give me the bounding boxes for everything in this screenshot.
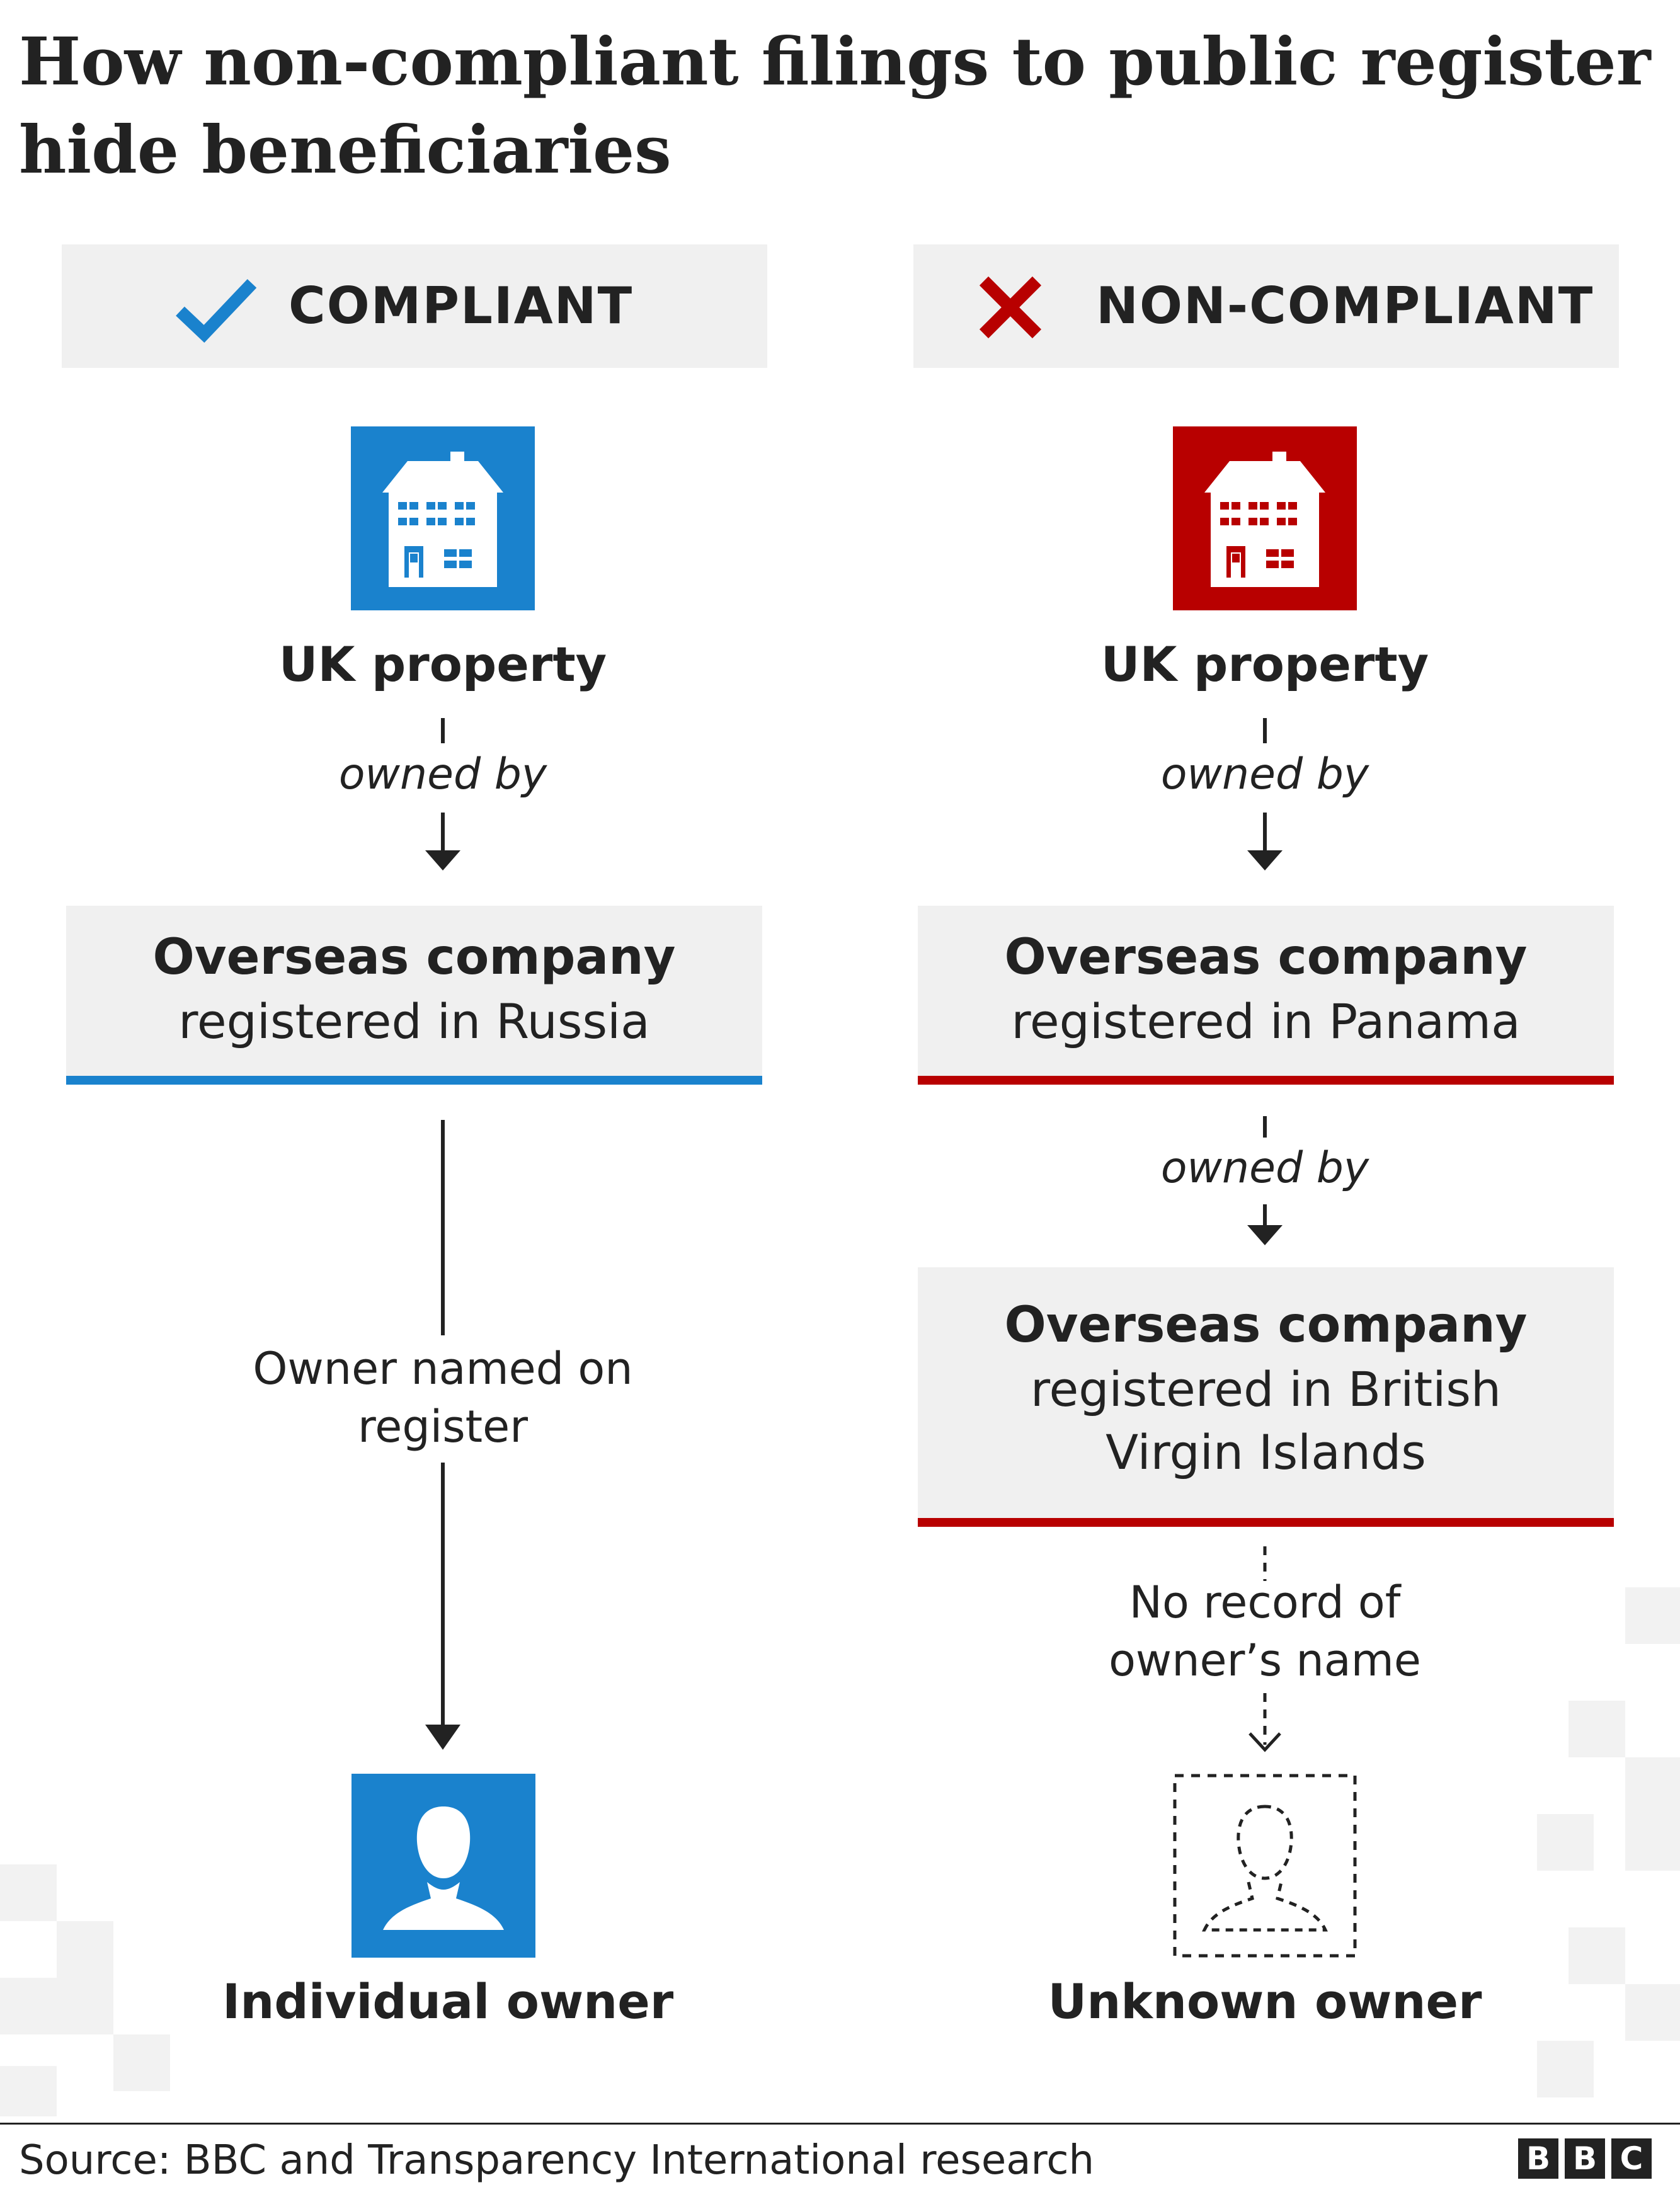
noncompliant-company1-name: Overseas company — [1004, 929, 1528, 986]
bbc-logo-letter-1: B — [1518, 2138, 1558, 2179]
title-line-2: hide beneficiaries — [19, 111, 671, 188]
building-icon — [382, 452, 503, 587]
left-arrowhead-1 — [425, 850, 460, 870]
noncompliant-company2-name: Overseas company — [1004, 1297, 1528, 1354]
noncompliant-property-tile — [1173, 426, 1357, 610]
source-note: Source: BBC and Transparency Internation… — [19, 2137, 1095, 2184]
compliant-company-box: Overseas company registered in Russia — [66, 906, 762, 1085]
unknown-person-icon — [1173, 1774, 1357, 1958]
compliant-property-tile — [351, 426, 535, 610]
noncompliant-company2-accent-bar — [918, 1518, 1614, 1527]
bbc-logo-letter-3: C — [1611, 2138, 1652, 2179]
noncompliant-company2-registered-line-1: registered in British — [1030, 1361, 1502, 1417]
compliant-header-label: COMPLIANT — [289, 277, 634, 335]
unknown-owner-label: Unknown owner — [1048, 1973, 1482, 2029]
bbc-logo-letter-2: B — [1565, 2138, 1605, 2179]
bbc-logo: B B C — [1518, 2138, 1652, 2179]
noncompliant-company1-accent-bar — [918, 1076, 1614, 1085]
noncompliant-header: NON-COMPLIANT — [913, 244, 1619, 368]
individual-owner-tile — [351, 1774, 535, 1958]
right-dashed-arrowhead — [1249, 1732, 1281, 1752]
compliant-company-name: Overseas company — [152, 929, 676, 986]
compliant-company-accent-bar — [66, 1076, 762, 1085]
noncompliant-company2-registered-line-2: Virgin Islands — [1106, 1424, 1426, 1480]
noncompliant-company1-box: Overseas company registered in Panama — [918, 906, 1614, 1085]
compliant-property-label: UK property — [278, 636, 607, 692]
unknown-owner-tile — [1173, 1774, 1357, 1958]
individual-owner-label: Individual owner — [222, 1973, 674, 2029]
noncompliant-property-label: UK property — [1100, 636, 1429, 692]
left-arrowhead-2 — [425, 1725, 460, 1750]
noncompliant-note: No record of owner’s name — [1044, 1573, 1485, 1689]
compliant-note-line-2: register — [358, 1401, 528, 1452]
noncompliant-note-line-2: owner’s name — [1109, 1635, 1421, 1686]
compliant-owned-by-label: owned by — [338, 750, 547, 799]
noncompliant-note-line-1: No record of — [1129, 1577, 1401, 1628]
compliant-note: Owner named on register — [222, 1340, 663, 1456]
noncompliant-owned-by-label-1: owned by — [1160, 750, 1369, 799]
right-arrowhead-1 — [1247, 850, 1283, 870]
compliant-header: COMPLIANT — [62, 244, 767, 368]
cross-icon — [979, 276, 1042, 339]
noncompliant-owned-by-label-2: owned by — [1160, 1143, 1369, 1193]
footer-rule — [0, 2123, 1680, 2125]
noncompliant-header-label: NON-COMPLIANT — [1096, 277, 1594, 335]
building-icon — [1204, 452, 1325, 587]
compliant-company-registered: registered in Russia — [178, 993, 650, 1049]
compliant-note-line-1: Owner named on — [253, 1343, 633, 1395]
right-arrowhead-2 — [1247, 1225, 1283, 1245]
noncompliant-company2-box: Overseas company registered in British V… — [918, 1267, 1614, 1527]
title-line-1: How non-compliant filings to public regi… — [19, 23, 1651, 100]
noncompliant-company1-registered: registered in Panama — [1011, 993, 1521, 1049]
chart-title: How non-compliant filings to public regi… — [19, 18, 1657, 194]
check-icon — [176, 279, 257, 343]
person-icon — [383, 1806, 504, 1930]
